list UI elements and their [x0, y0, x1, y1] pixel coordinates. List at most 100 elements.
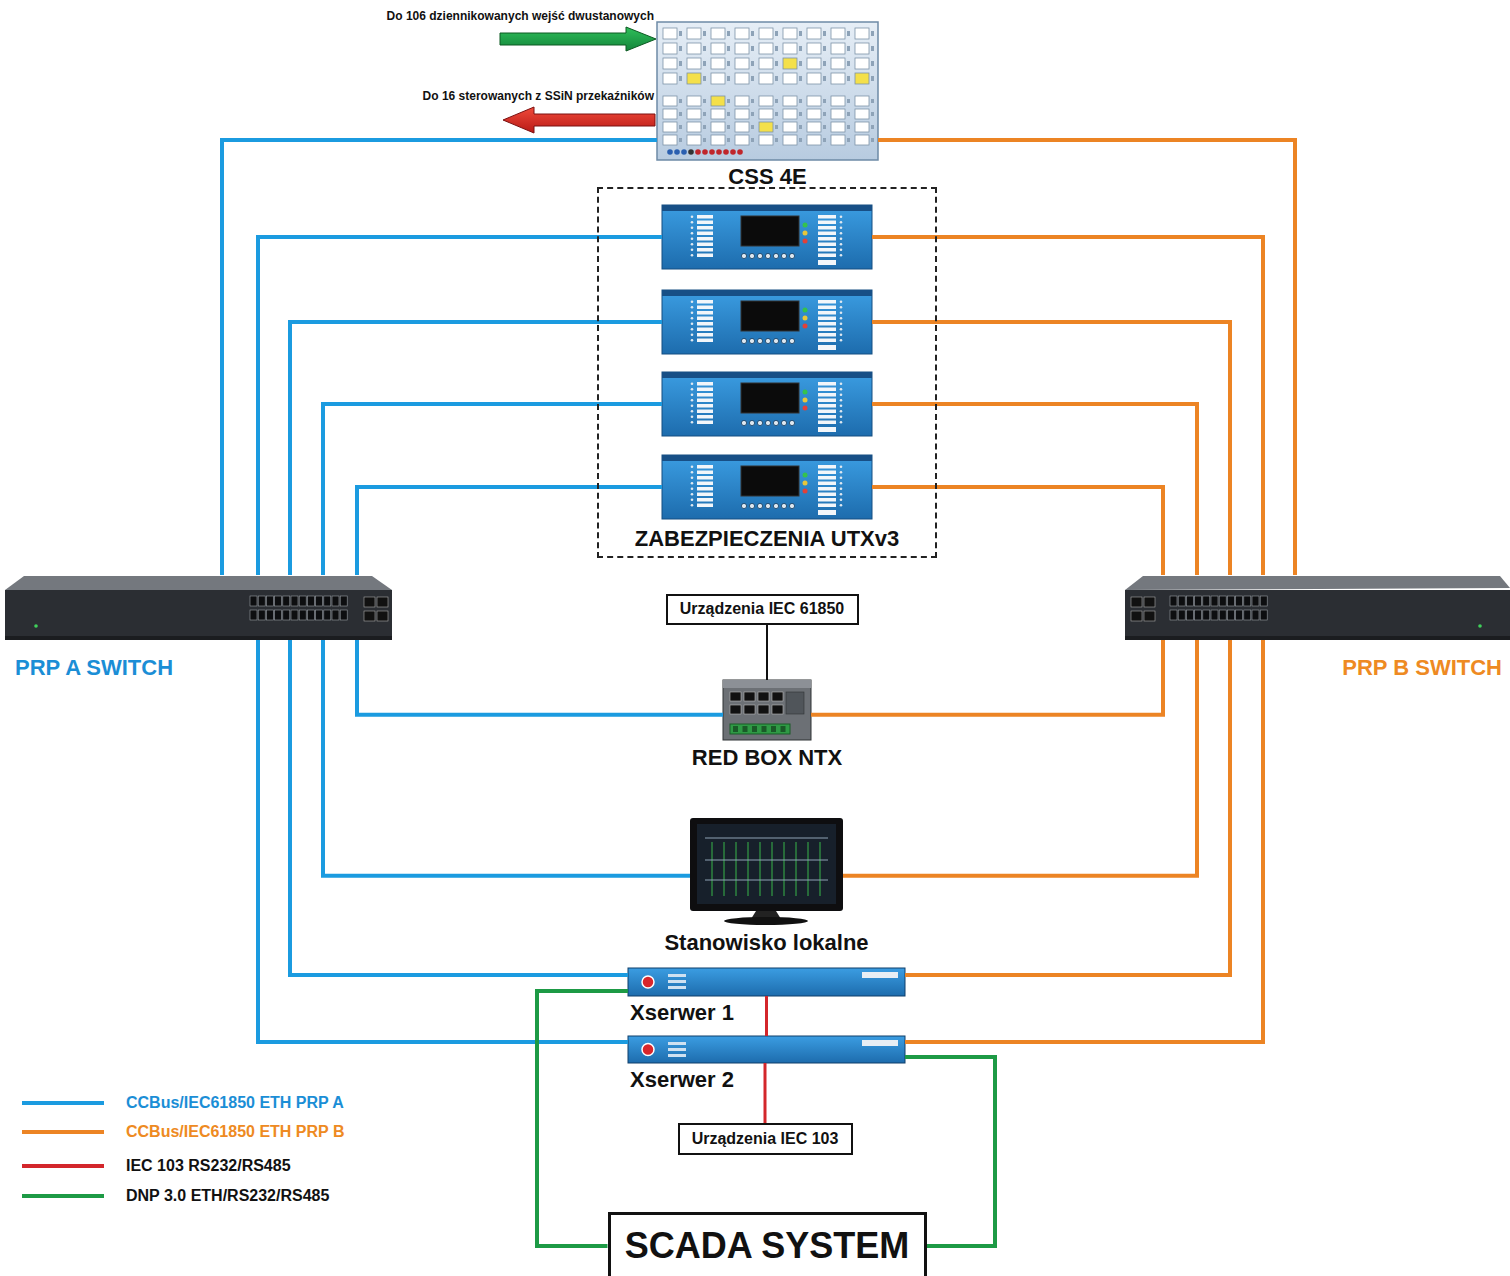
- relay-led: [691, 471, 694, 474]
- indicator-led: [751, 61, 754, 66]
- screen-trace: [760, 842, 761, 896]
- relay-label-strip: [818, 215, 836, 219]
- sfp-port: [364, 597, 375, 607]
- screen-trace: [736, 842, 737, 896]
- relay-status-led: [803, 481, 808, 486]
- switch-port: [283, 596, 290, 606]
- panel-button: [702, 149, 708, 155]
- relay-led: [679, 125, 682, 129]
- relay-key: [749, 338, 754, 343]
- relay-label-strip: [818, 306, 836, 310]
- relay-led: [840, 317, 843, 320]
- indicator-window: [711, 43, 725, 54]
- relay-led: [799, 125, 802, 129]
- indicator-window: [711, 58, 725, 69]
- indicator-window: [711, 28, 725, 39]
- relay-key: [757, 338, 762, 343]
- relay-led: [691, 221, 694, 224]
- indicator-window: [807, 58, 821, 69]
- relay-label-strip: [818, 415, 836, 419]
- server-badge: [862, 1040, 898, 1046]
- relay-key: [741, 420, 746, 425]
- relay-key: [789, 503, 794, 508]
- relay-label-strip: [697, 388, 713, 392]
- relay-label-strip: [818, 317, 836, 321]
- indicator-window: [735, 58, 749, 69]
- relay-led: [799, 138, 802, 142]
- relay-led: [823, 138, 826, 142]
- switch-port: [283, 610, 290, 620]
- relay-led: [871, 125, 874, 129]
- relay-led: [703, 138, 706, 142]
- relay-led: [847, 112, 850, 116]
- sfp-port: [377, 611, 388, 621]
- relay-label-strip: [697, 333, 713, 337]
- relay-key: [773, 420, 778, 425]
- indicator-window: [855, 58, 869, 69]
- switch-port: [307, 610, 314, 620]
- sfp-port: [1131, 597, 1142, 607]
- relay-label-strip: [818, 421, 836, 425]
- switch-port: [1195, 610, 1202, 620]
- relay-led: [691, 226, 694, 229]
- relay-led: [823, 112, 826, 116]
- panel-button: [730, 149, 736, 155]
- relay-led: [727, 138, 730, 142]
- switch-base: [1125, 636, 1510, 640]
- relay-key: [773, 253, 778, 258]
- relay-top-strip: [662, 455, 872, 461]
- relay-label-strip: [697, 471, 713, 475]
- network-link: [872, 487, 1163, 575]
- prp-switch: PRP B SWITCH: [1125, 575, 1510, 640]
- relay-top-strip: [662, 372, 872, 378]
- relay-key: [789, 253, 794, 258]
- device-label: Stanowisko lokalne: [664, 930, 868, 955]
- relay-label-strip: [818, 345, 836, 350]
- switch-port: [1260, 610, 1267, 620]
- relay-status-led: [803, 398, 808, 403]
- relay-led: [799, 99, 802, 103]
- indicator-window: [855, 28, 869, 39]
- relay-led: [691, 410, 694, 413]
- relay-label-strip: [697, 300, 713, 304]
- relay-led: [751, 125, 754, 129]
- device-box: Urządzenia IEC 103: [678, 1123, 853, 1155]
- relay-window: [807, 122, 821, 132]
- switch-port: [1219, 596, 1226, 606]
- redbox-port: [758, 692, 769, 701]
- relay-key: [757, 420, 762, 425]
- indicator-led: [727, 31, 730, 36]
- relay-window: [831, 109, 845, 119]
- indicator-window: [711, 73, 725, 84]
- relay-window: [831, 122, 845, 132]
- relay-led: [847, 99, 850, 103]
- relay-led: [691, 328, 694, 331]
- relay-led: [840, 415, 843, 418]
- relay-window: [759, 122, 773, 132]
- relay-led: [840, 421, 843, 424]
- relay-label-strip: [818, 487, 836, 491]
- server-unit: Xserwer 1: [628, 968, 905, 996]
- switch-port: [1244, 610, 1251, 620]
- relay-label-strip: [818, 254, 836, 258]
- relay-led: [847, 125, 850, 129]
- relay-key: [789, 338, 794, 343]
- relay-window: [663, 96, 677, 106]
- relay-led: [703, 99, 706, 103]
- switch-port: [1170, 610, 1177, 620]
- switch-port: [1236, 610, 1243, 620]
- relay-led: [679, 138, 682, 142]
- indicator-led: [847, 61, 850, 66]
- switch-port: [1170, 596, 1177, 606]
- relay-led: [703, 112, 706, 116]
- indicator-window: [807, 73, 821, 84]
- legend-line: [22, 1130, 104, 1134]
- switch-port: [324, 596, 331, 606]
- relay-key: [789, 420, 794, 425]
- panel-button: [723, 149, 729, 155]
- sfp-port: [1131, 611, 1142, 621]
- indicator-led: [679, 76, 682, 81]
- indicator-led: [823, 61, 826, 66]
- indicator-led: [679, 46, 682, 51]
- switch-port: [316, 596, 323, 606]
